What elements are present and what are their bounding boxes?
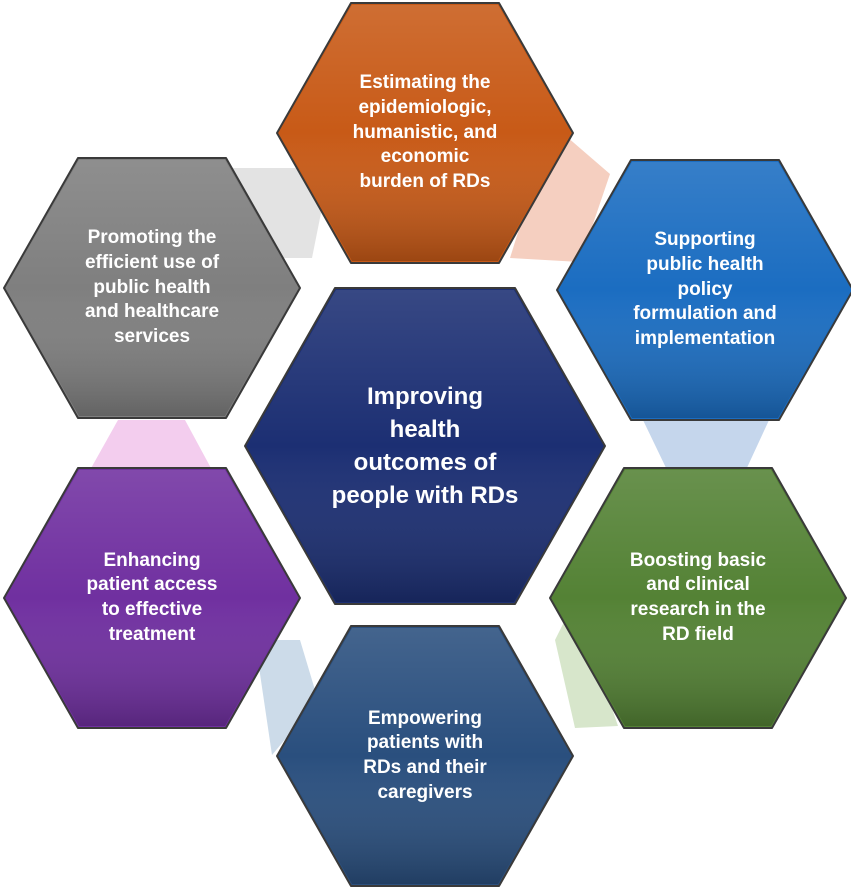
connector-band-1 xyxy=(510,124,610,262)
hexagon-group xyxy=(3,2,851,887)
hexagon-center-shade xyxy=(247,290,603,602)
hexagon-access xyxy=(3,467,301,729)
hex-label-policy: Supporting public health policy formulat… xyxy=(633,229,777,350)
hex-label-services: Promoting the efficient use of public he… xyxy=(84,227,220,348)
hexagon-services-shade xyxy=(6,160,298,416)
connector-band-6 xyxy=(232,168,330,258)
connector-band-2 xyxy=(642,418,770,472)
hex-label-burden: Estimating the epidemiologic, humanistic… xyxy=(352,72,498,193)
hexagon-burden xyxy=(276,2,574,264)
hexagon-research xyxy=(549,467,847,729)
hexagon-center xyxy=(244,287,606,605)
hexagon-access-shade xyxy=(6,470,298,726)
hex-label-access: Enhancing patient access to effective tr… xyxy=(86,549,218,645)
hexagon-policy xyxy=(556,159,851,421)
hexagon-research-shade xyxy=(552,470,844,726)
hex-label-empower: Empowering patients with RDs and their c… xyxy=(363,707,487,803)
hexagon-services xyxy=(3,157,301,419)
hexagon-empower-shade xyxy=(279,628,571,884)
hexagon-policy-shade xyxy=(559,162,851,418)
hexagon-empower xyxy=(276,625,574,887)
hex-label-center: Improving health outcomes of people with… xyxy=(331,382,519,510)
hexagon-burden-shade xyxy=(279,5,571,261)
connector-band-4 xyxy=(255,640,318,755)
connector-band-5 xyxy=(90,420,212,470)
hex-label-research: Boosting basic and clinical research in … xyxy=(629,549,767,645)
